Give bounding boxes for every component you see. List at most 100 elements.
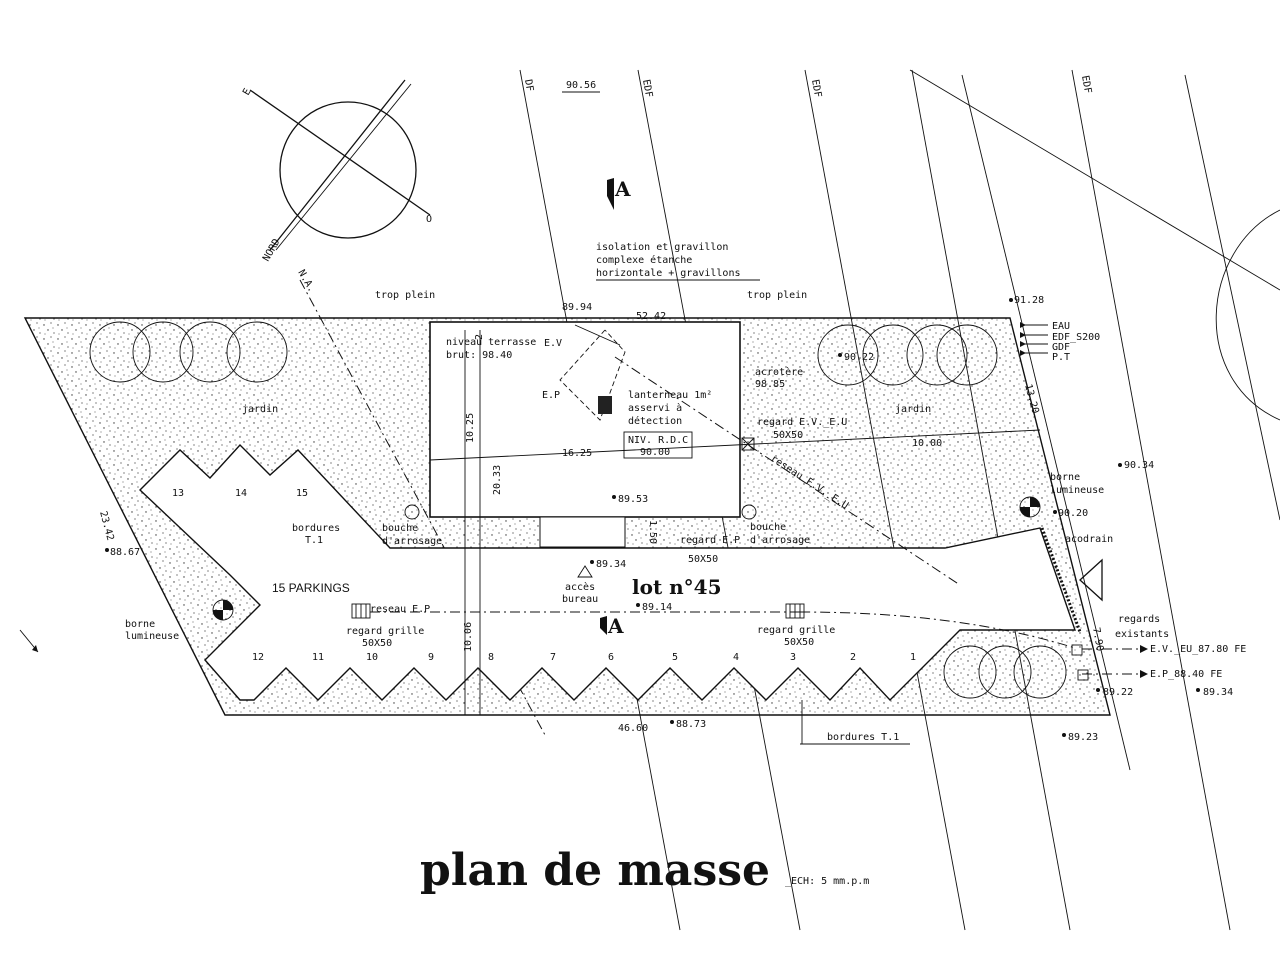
regards-existants-1: regards [1118,614,1160,625]
parking-7: 7 [550,652,556,663]
borne-right-1: borne [1050,472,1080,483]
site-ground [23,317,1111,716]
dim-top-small: 2 [474,334,485,340]
regard-ev-eu-size: 50X50 [773,430,803,441]
acrotere-label: acrotère [755,366,803,378]
parking-4: 4 [733,652,739,663]
parking-8: 8 [488,652,494,663]
regard-grille-right-1: regard grille [757,625,835,636]
borne-left-1: borne [125,619,155,630]
trop-plein-right: trop plein [747,290,807,301]
lantern-label-2: asservi à [628,402,682,414]
regard-grille-left-2: 50X50 [362,638,392,649]
elevation-88-73: 88.73 [676,719,706,730]
na-label: N.A. [295,268,317,294]
dim-ep-short: 1.50 [647,520,658,544]
building: niveau terrasse brut: 98.40 E.V E.P lant… [429,324,1041,715]
network-label-edf-1: EDF [640,79,654,99]
insulation-note-3: horizontale + gravillons [596,268,741,279]
dim-bottom: 46.60 [618,723,648,734]
network-label-df: DF [522,79,535,93]
insulation-note-1: isolation et gravillon [596,242,728,253]
elevation-89-94: 89.94 [562,302,592,313]
regard-ep-size: 50X50 [688,554,718,565]
utility-gdf: GDF [1052,342,1070,353]
dim-depth-c: 10.06 [463,622,474,652]
parking-14: 14 [235,488,247,499]
elevation-89-23: 89.23 [1068,732,1098,743]
dim-corner: 7.90 [1090,627,1105,653]
network-lines: DF EDF EDF EDF N.A. 90.56 [295,69,1280,931]
dim-side: 23.42 [97,510,115,542]
rdc-level-label: NIV. R.D.C [628,435,688,446]
elevation-91-28: 91.28 [1014,295,1044,306]
parking-11: 11 [312,652,324,663]
bordures-left-1: bordures [292,523,340,534]
parking-9: 9 [428,652,434,663]
elevation-90-20: 90.20 [1058,508,1088,519]
parkings-label: 15 PARKINGS [272,581,350,595]
elevation-89-22: 89.22 [1103,687,1133,698]
access-label-2: bureau [562,594,598,605]
plan-scale: _ECH: 5 mm.p.m [785,876,869,887]
regard-grille-left-1: regard grille [346,626,424,637]
elevation-90-56: 90.56 [566,80,596,91]
regard-ep-label: regard E.P [680,535,740,546]
compass-north-label: NORD [261,237,283,263]
borne-right-2: lumineuse [1050,485,1104,496]
dim-building-inner: 16.25 [562,448,592,459]
jardin-left: jardin [242,404,278,415]
bordures-left-2: T.1 [305,535,323,546]
dim-depth-a: 10.25 [465,413,476,443]
compass-west-label: O [426,214,432,225]
acrotere-value: 98.85 [755,379,785,390]
elevation-89-53: 89.53 [618,494,648,505]
jardin-right: jardin [895,404,931,415]
regard-ev-eu-label: regard E.V._E.U [757,417,847,428]
dim-building-width: 52.42 [636,311,666,322]
network-label-edf-2: EDF [809,79,823,99]
elevation-points: 89.94 91.28 90.22 89.53 89.34 89.14 88.6… [105,295,1233,743]
parking-10: 10 [366,652,378,663]
bouche-right-2: d'arrosage [750,535,810,546]
compass-rose: E O NORD [241,79,432,264]
building-ep-label: E.P [542,390,560,401]
outlet-ep: E.P_88.40 FE [1150,669,1222,680]
rdc-level-value: 90.00 [640,447,670,458]
lantern-label-1: lanterneau 1m² [628,390,712,401]
parking-3: 3 [790,652,796,663]
lot-label: lot n°45 [632,575,722,599]
utilities-entry: EAU EDF_S200 GDF P.T [1020,321,1100,363]
section-a-bottom: A [607,614,624,638]
parking-6: 6 [608,652,614,663]
parking-15: 15 [296,488,308,499]
reseau-ep-label: reseau E.P [370,604,430,615]
trees [89,321,1067,699]
regard-grille-right-2: 50X50 [784,637,814,648]
terrace-level-value: brut: 98.40 [446,350,512,361]
elevation-90-22: 90.22 [844,352,874,363]
borne-left-2: lumineuse [125,631,179,642]
parking-2: 2 [850,652,856,663]
elevation-90-34: 90.34 [1124,460,1154,471]
bouche-right-1: bouche [750,522,786,533]
access-label-1: accès [565,581,595,593]
dim-right-width: 10.00 [912,438,942,449]
regards-existants-2: existants [1115,629,1169,640]
section-a-top: A [614,177,631,201]
parking-12: 12 [252,652,264,663]
elevation-89-34-right: 89.34 [1203,687,1233,698]
utility-eau: EAU [1052,321,1070,332]
bouche-left-2: d'arrosage [382,536,442,547]
elevation-89-34: 89.34 [596,559,626,570]
dimensions: 52.42 16.25 10.25 20.33 10.06 23.42 10.0… [97,311,1105,734]
network-label-edf-3: EDF [1079,75,1093,95]
elevation-88-67: 88.67 [110,547,140,558]
parking-numbers: 1 2 3 4 5 6 7 8 9 10 11 12 13 14 15 [172,488,916,663]
utility-edf: EDF_S200 [1052,332,1100,343]
parking-5: 5 [672,652,678,663]
bordures-bottom: bordures T.1 [827,732,899,743]
compass-east-label: E [241,87,254,98]
acodrain-label: acodrain [1065,534,1113,545]
